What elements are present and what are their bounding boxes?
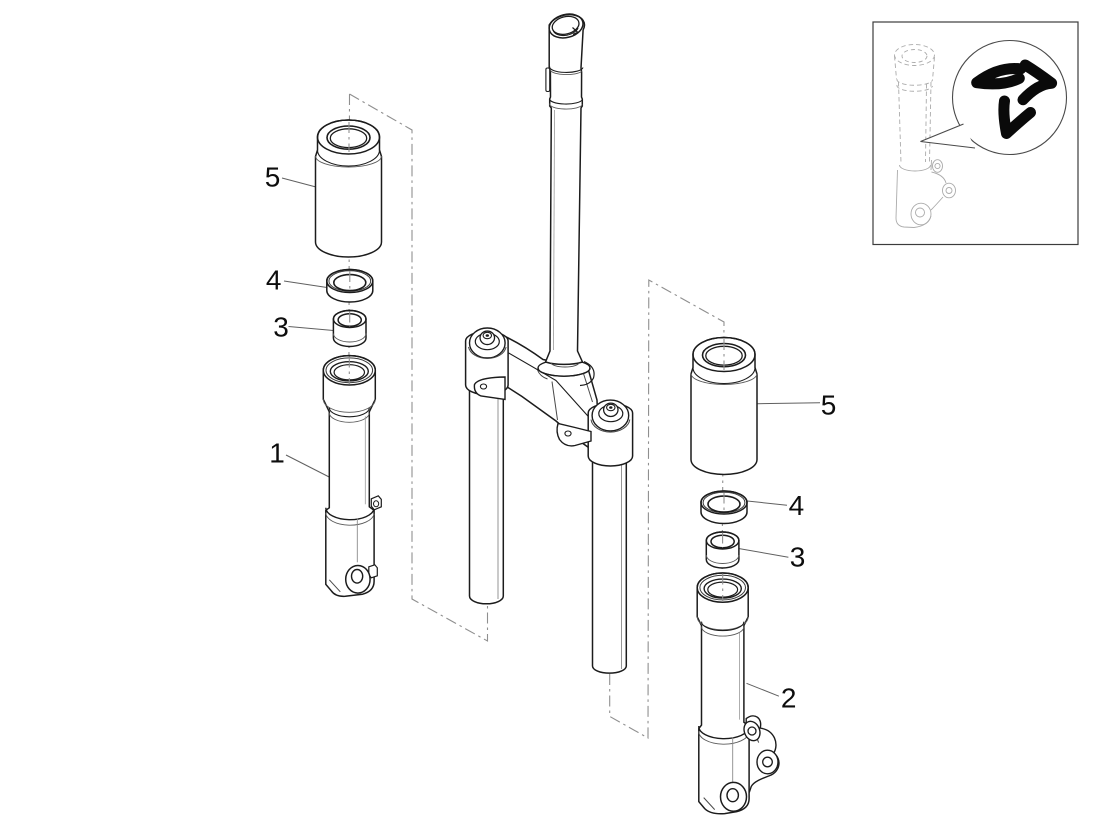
svg-text:4: 4 bbox=[266, 265, 282, 296]
svg-text:3: 3 bbox=[273, 312, 289, 343]
svg-text:5: 5 bbox=[821, 390, 837, 421]
svg-text:1: 1 bbox=[269, 438, 285, 469]
svg-text:2: 2 bbox=[781, 683, 797, 714]
svg-text:5: 5 bbox=[265, 162, 281, 193]
svg-text:4: 4 bbox=[789, 490, 805, 521]
svg-text:3: 3 bbox=[790, 542, 806, 573]
